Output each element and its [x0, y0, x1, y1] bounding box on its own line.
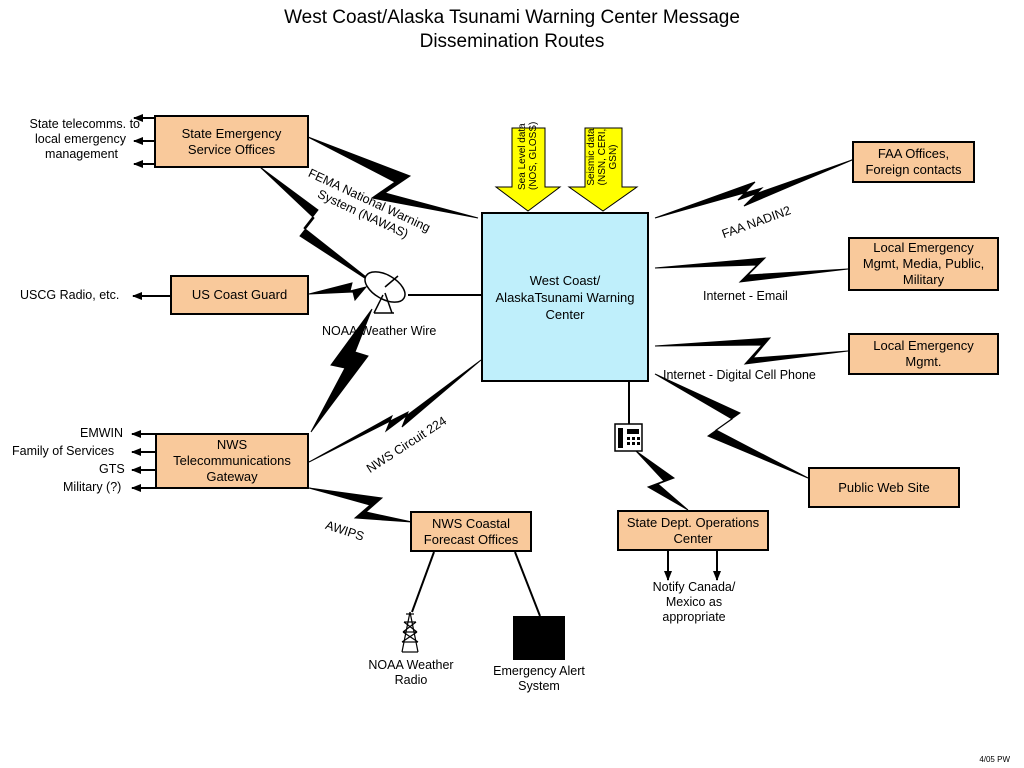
internet-email-bolt — [654, 257, 849, 283]
internet-cell-bolt — [654, 337, 849, 365]
telephone-icon — [614, 423, 643, 452]
awips-bolt — [308, 487, 413, 523]
fema-nawas-bolt — [307, 136, 479, 219]
state-telecomms-label: State telecomms. to local emergency mana… — [29, 117, 140, 161]
coast-guard-bolt — [308, 282, 368, 302]
noaa-radio-link — [411, 551, 435, 613]
emergency-alert-system-label: Emergency Alert System — [493, 664, 585, 693]
us-coast-guard-box: US Coast Guard — [170, 275, 309, 315]
sea-level-label: Sea Level data (NOS, GLOSS) — [517, 121, 539, 190]
phone-to-state-dept-bolt — [635, 450, 689, 511]
uscg-radio-label: USCG Radio, etc. — [20, 288, 120, 302]
satellite-dish-icon — [364, 271, 406, 314]
state-emergency-box: State Emergency Service Offices — [154, 115, 309, 168]
internet-email-label: Internet - Email — [703, 289, 788, 303]
seismic-data-arrow — [567, 127, 639, 212]
state-telecomm-arrows — [133, 114, 154, 168]
notify-arrows — [664, 550, 721, 581]
tv-icon — [513, 616, 565, 660]
seismic-label: Seismic data (NSN, CERI, GSN) — [586, 128, 619, 186]
internet-cell-label: Internet - Digital Cell Phone — [663, 368, 816, 382]
local-emergency-mgmt-box: Local Emergency Mgmt. — [848, 333, 999, 375]
warning-center-box: West Coast/ AlaskaTsunami Warning Center — [481, 212, 649, 382]
state-dept-box: State Dept. Operations Center — [617, 510, 769, 551]
notify-label: Notify Canada/ Mexico as appropriate — [652, 580, 736, 624]
eas-link — [514, 551, 541, 617]
faa-nadin-bolt — [654, 159, 853, 219]
faa-offices-box: FAA Offices, Foreign contacts — [852, 141, 975, 183]
emwin-label: EMWIN — [80, 426, 124, 440]
sea-level-data-arrow — [494, 127, 562, 212]
radio-tower-icon — [401, 611, 419, 653]
gts-label: GTS — [99, 462, 125, 476]
title-line-2: Dissemination Routes — [419, 31, 605, 52]
local-emergency-media-box: Local Emergency Mgmt, Media, Public, Mil… — [848, 237, 999, 291]
web-site-bolt — [654, 373, 809, 479]
noaa-weather-wire-label: NOAA Weather Wire — [322, 324, 437, 338]
nws-coastal-forecast-box: NWS Coastal Forecast Offices — [410, 511, 532, 552]
dish-to-gateway-bolt — [310, 308, 373, 433]
family-services-label: Family of Services — [12, 444, 115, 458]
title-line-1: West Coast/Alaska Tsunami Warning Center… — [284, 7, 740, 28]
nws-telecom-gateway-box: NWS Telecommunications Gateway — [155, 433, 309, 489]
nws-gateway-arrows — [131, 430, 155, 492]
public-web-site-box: Public Web Site — [808, 467, 960, 508]
noaa-weather-radio-label: NOAA Weather Radio — [368, 658, 454, 687]
footnote: 4/05 PW — [979, 755, 1010, 764]
military-label: Military (?) — [63, 480, 122, 494]
page-title: West Coast/Alaska Tsunami Warning Center… — [0, 6, 1024, 54]
